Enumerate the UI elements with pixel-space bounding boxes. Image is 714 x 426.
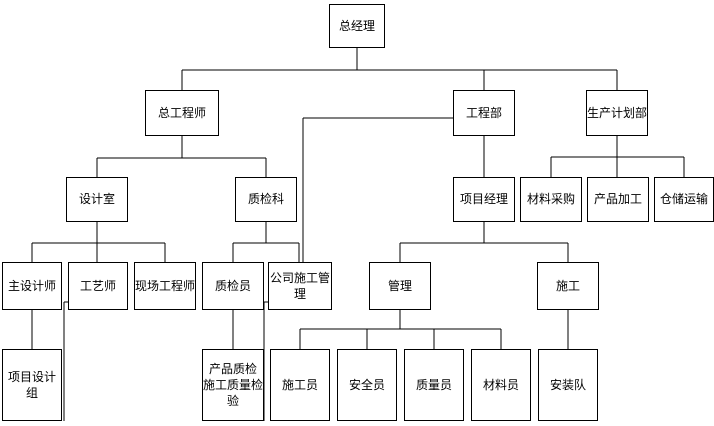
node-project-design-group: 项目设计组 (2, 349, 62, 421)
node-technologist: 工艺师 (68, 262, 128, 310)
node-quality-inspection-section: 质检科 (235, 177, 297, 222)
node-constructor: 施工员 (270, 349, 330, 421)
node-general-manager: 总经理 (329, 4, 385, 48)
node-safety-officer: 安全员 (337, 349, 397, 421)
node-installation-team: 安装队 (538, 349, 598, 421)
node-company-construction-manager: 公司施工管理 (268, 262, 332, 310)
node-chief-engineer: 总工程师 (145, 90, 219, 136)
node-chief-designer: 主设计师 (2, 262, 62, 310)
node-warehouse-transport: 仓储运输 (654, 177, 714, 222)
node-production-planning-dept: 生产计划部 (586, 90, 648, 136)
node-product-processing: 产品加工 (587, 177, 649, 222)
node-material-purchasing: 材料采购 (520, 177, 582, 222)
node-quality-inspector: 质检员 (202, 262, 264, 310)
node-engineering-dept: 工程部 (453, 90, 515, 136)
node-construction: 施工 (537, 262, 599, 310)
node-project-manager: 项目经理 (453, 177, 515, 222)
node-material-officer: 材料员 (471, 349, 531, 421)
node-site-engineer: 现场工程师 (134, 262, 196, 310)
node-management: 管理 (369, 262, 431, 310)
node-product-quality-inspection: 产品质检 施工质量检验 (202, 349, 264, 421)
node-quality-officer: 质量员 (404, 349, 464, 421)
node-design-office: 设计室 (66, 177, 128, 222)
